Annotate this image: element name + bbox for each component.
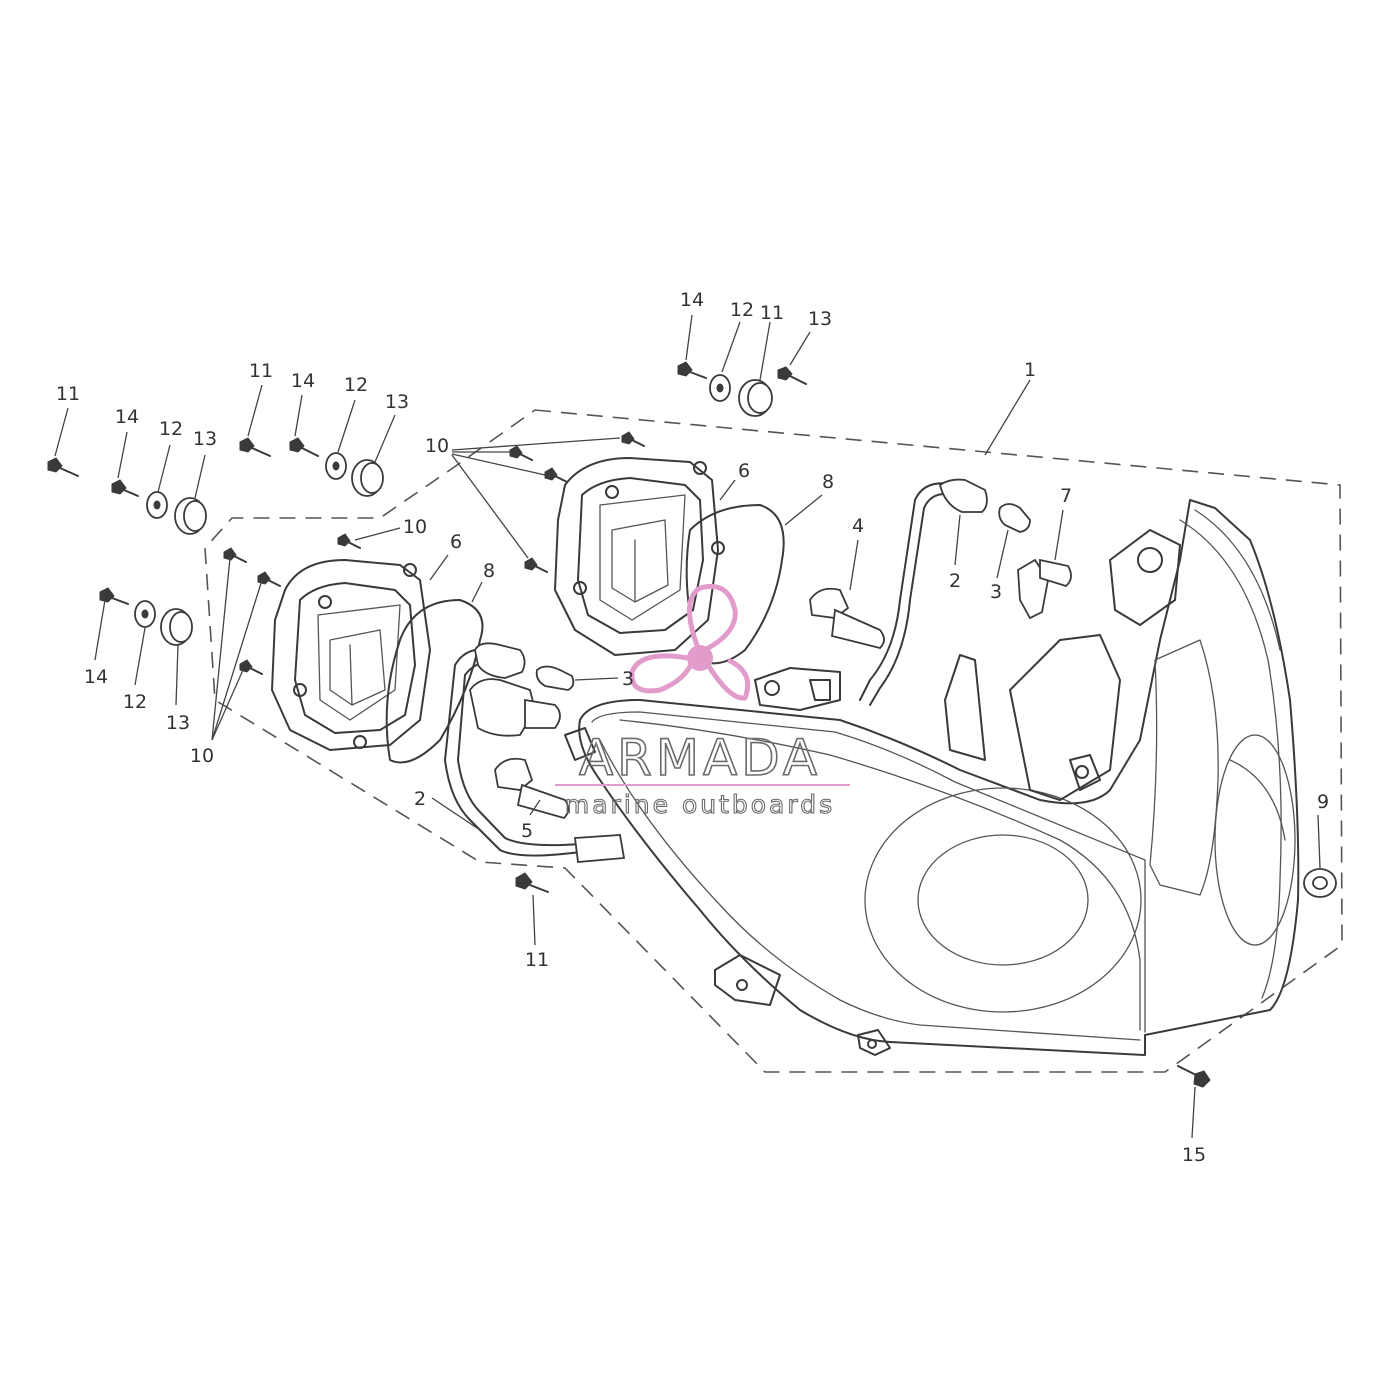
callout-2: 2: [949, 570, 961, 592]
callout-12: 12: [344, 374, 368, 396]
callout-6: 6: [738, 460, 750, 482]
callout-9: 9: [1317, 791, 1329, 813]
callout-8: 8: [483, 560, 495, 582]
callout-14: 14: [680, 289, 704, 311]
callout-13: 13: [385, 391, 409, 413]
callout-11: 11: [525, 949, 549, 971]
callout-14: 14: [291, 370, 315, 392]
callout-6: 6: [450, 531, 462, 553]
bulb-part-4: [809, 587, 885, 649]
callout-labels: 1 2 2 3 3 4 5 6 6 7 8 8 9 10 10 10 11 11…: [56, 289, 1329, 1166]
screw-part-15: [1177, 1065, 1211, 1088]
callout-3: 3: [990, 581, 1002, 603]
callout-8: 8: [822, 471, 834, 493]
socket-part-2-right: [938, 478, 988, 513]
callout-4: 4: [852, 515, 864, 537]
watermark-brand: ARMADA: [579, 729, 821, 787]
screws-part-10: [223, 431, 645, 675]
bulb-socket-left: [469, 642, 561, 737]
callout-5: 5: [521, 820, 533, 842]
callout-14: 14: [84, 666, 108, 688]
lamp-bezel-left: [271, 559, 431, 751]
callout-3: 3: [622, 668, 634, 690]
callout-12: 12: [730, 299, 754, 321]
grommet-part-9: [1303, 868, 1337, 898]
callout-13: 13: [166, 712, 190, 734]
wiring-harness-right: [859, 482, 956, 701]
headlight-housing: [564, 499, 1300, 1056]
callout-11: 11: [56, 383, 80, 405]
screw-part-11-bottom: [515, 872, 549, 893]
wiring-harness-left: [444, 648, 581, 857]
callout-11: 11: [249, 360, 273, 382]
callout-10: 10: [425, 435, 449, 457]
bulb-part-5: [494, 757, 570, 820]
callout-12: 12: [159, 418, 183, 440]
fastener-set-left-upper: [47, 457, 207, 535]
callout-10: 10: [190, 745, 214, 767]
lamp-bezel-right: [554, 457, 725, 656]
callout-2: 2: [414, 788, 426, 810]
fastener-set-middle: [239, 437, 384, 497]
watermark-tagline: marine outboards: [565, 790, 835, 819]
leader-lines: [54, 314, 1321, 1139]
callout-12: 12: [123, 691, 147, 713]
callout-14: 14: [115, 406, 139, 428]
clip-part-7: [1017, 558, 1072, 620]
callout-15: 15: [1182, 1144, 1206, 1166]
callout-10: 10: [403, 516, 427, 538]
propeller-icon: [629, 583, 751, 701]
fastener-set-top: [677, 361, 807, 417]
callout-11: 11: [760, 302, 784, 324]
bulb-part-3-right: [998, 503, 1031, 533]
callout-13: 13: [193, 428, 217, 450]
bulb-part-3-left: [535, 665, 575, 691]
callout-7: 7: [1060, 485, 1072, 507]
callout-1: 1: [1024, 359, 1036, 381]
fastener-set-left-lower: [99, 587, 193, 646]
connector-plug: [573, 834, 626, 863]
gasket-left: [385, 599, 484, 764]
callout-13: 13: [808, 308, 832, 330]
